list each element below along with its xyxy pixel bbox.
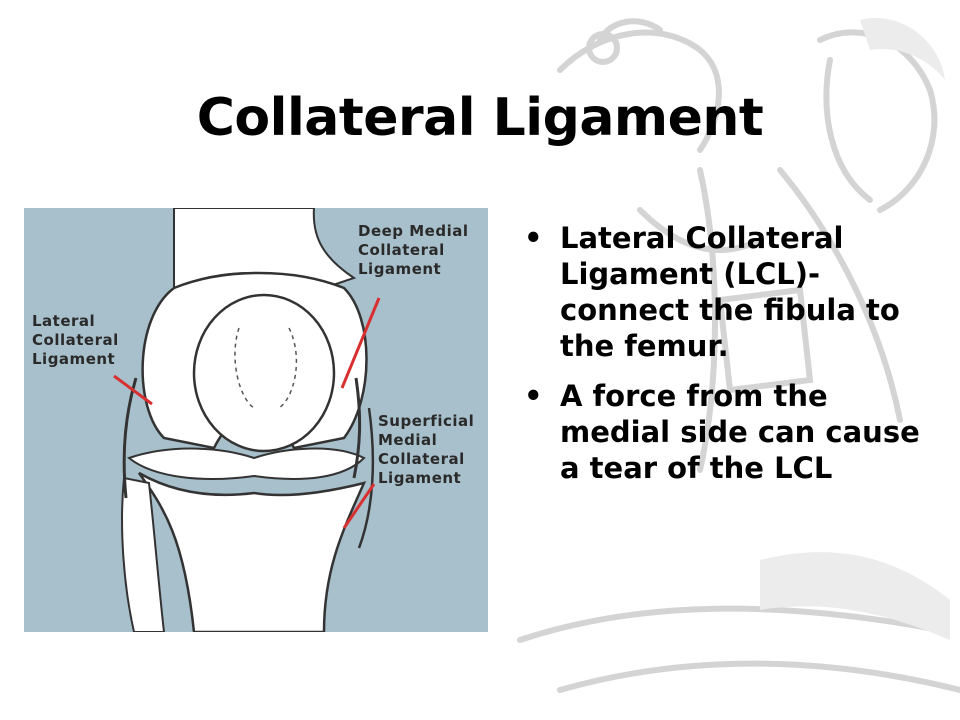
label-line: Collateral: [358, 241, 445, 259]
bullet-marker: •: [524, 221, 543, 255]
label-line: Ligament: [358, 260, 442, 278]
label-line: Collateral: [378, 450, 465, 468]
label-lateral-collateral-ligament: Lateral Collateral Ligament: [32, 312, 119, 369]
bullet-marker: •: [524, 379, 543, 413]
label-line: Superficial: [378, 412, 475, 430]
label-line: Deep Medial: [358, 222, 469, 240]
label-line: Medial: [378, 431, 438, 449]
bullet-item: • Lateral Collateral Ligament (LCL)- con…: [524, 220, 924, 364]
label-line: Lateral: [32, 312, 96, 330]
label-line: Ligament: [32, 350, 116, 368]
label-superficial-medial-collateral-ligament: Superficial Medial Collateral Ligament: [378, 412, 474, 488]
label-deep-medial-collateral-ligament: Deep Medial Collateral Ligament: [358, 222, 469, 279]
bullet-text: Lateral Collateral Ligament (LCL)- conne…: [560, 221, 900, 363]
slide-title: Collateral Ligament: [196, 88, 764, 148]
knee-anatomy-drawing: [113, 208, 381, 632]
label-line: Collateral: [32, 331, 119, 349]
bullet-text: A force from the medial side can cause a…: [560, 379, 920, 485]
bullet-list: • Lateral Collateral Ligament (LCL)- con…: [524, 220, 924, 500]
bullet-item: • A force from the medial side can cause…: [524, 378, 924, 486]
knee-ligament-illustration: Deep Medial Collateral Ligament Lateral …: [24, 208, 488, 632]
label-line: Ligament: [378, 469, 462, 487]
